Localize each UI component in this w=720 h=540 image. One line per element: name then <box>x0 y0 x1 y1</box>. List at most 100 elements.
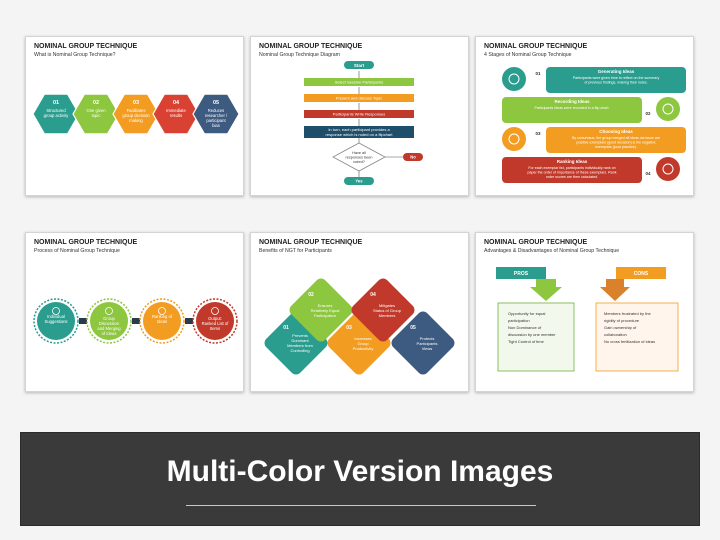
stage-title: Generating Ideas <box>598 69 635 74</box>
slide-title: NOMINAL GROUP TECHNIQUE <box>34 239 138 246</box>
slide-title: NOMINAL GROUP TECHNIQUE <box>259 43 363 50</box>
step-label: In turn, each participant provides a <box>328 127 390 132</box>
stage-text: Participants were given time to reflect … <box>573 76 660 80</box>
stage-title: Recording Ideas <box>554 99 590 104</box>
slide-title: NOMINAL GROUP TECHNIQUE <box>34 43 138 50</box>
step-label: Select Session Participants <box>335 80 383 85</box>
step-label: response which is noted on a flipchart <box>326 132 394 137</box>
process-label: of Ideas <box>102 331 117 336</box>
start-terminal <box>344 61 374 69</box>
benefit-number: 02 <box>308 292 314 298</box>
stage-icon <box>508 133 520 145</box>
step-label: Present and discuss Topic <box>336 96 382 101</box>
cons-item: No cross fertilization of ideas <box>604 339 655 344</box>
hexagon-number: 03 <box>133 100 139 106</box>
hexagon-label: One given <box>86 108 106 113</box>
process-circle <box>196 302 234 340</box>
benefit-label: Members from <box>287 343 313 348</box>
process-circle <box>90 302 128 340</box>
stage-title: Choosing Ideas <box>599 129 633 134</box>
benefit-number: 04 <box>370 292 376 298</box>
stage-text: Participants ideas were recorded in a fl… <box>535 106 610 110</box>
process-circle <box>143 302 181 340</box>
stage-number: 03 <box>535 131 541 136</box>
slide-subtitle: Advantages & Disadvantages of Nominal Gr… <box>484 248 620 254</box>
process-ring <box>33 298 79 344</box>
slide-thumb-ngt-diagram[interactable]: NOMINAL GROUP TECHNIQUE Nominal Group Te… <box>250 36 469 196</box>
slide-subtitle: Nominal Group Technique Diagram <box>259 52 340 58</box>
slide-thumb-benefits[interactable]: NOMINAL GROUP TECHNIQUE Benefits of NGT … <box>250 232 469 392</box>
stage-text: exemplars (poor practice). <box>595 145 637 149</box>
yes-label: Yes <box>355 179 363 184</box>
benefit-label: Increases <box>354 336 371 341</box>
stage-number: 02 <box>645 111 651 116</box>
process-label: Items <box>210 326 220 331</box>
stage-box <box>502 97 642 123</box>
decision-label: noted? <box>353 160 365 164</box>
no-label: No <box>410 155 416 160</box>
banner-title: Multi-Color Version Images <box>166 455 554 488</box>
benefit-label: Relatively Equal <box>311 308 340 313</box>
pros-label: PROS <box>514 271 529 277</box>
pros-list-box <box>497 302 575 372</box>
hexagon-label: making <box>129 118 143 123</box>
stage-box <box>502 157 642 183</box>
pros-item: Non Dominance of <box>508 325 542 330</box>
benefit-number: 03 <box>346 325 352 331</box>
stage-text: By consensus, the group merged all ideas… <box>572 136 660 140</box>
hexagon-01 <box>32 93 80 135</box>
benefit-label: Group <box>357 341 369 346</box>
process-step-3 <box>304 110 414 118</box>
benefit-label: Productivity <box>353 346 374 351</box>
benefit-diamond-05 <box>391 311 455 375</box>
slide-title: NOMINAL GROUP TECHNIQUE <box>484 239 588 246</box>
process-label: and Merging <box>97 326 121 331</box>
yes-terminal <box>344 177 374 185</box>
cons-banner <box>616 267 666 279</box>
hexagon-label: researcher / <box>205 113 228 118</box>
stage-text: For each exemplar list, participants ind… <box>528 166 615 170</box>
process-label: Individual <box>47 314 65 319</box>
pros-item: Tight Control of time <box>508 339 545 344</box>
process-step-4 <box>304 126 414 138</box>
hexagon-label: bias <box>212 123 220 128</box>
slide-thumb-what-is-ngt[interactable]: NOMINAL GROUP TECHNIQUE What is Nominal … <box>25 36 244 196</box>
decision-label: Have all <box>352 151 366 155</box>
pros-arrow-icon <box>530 279 562 301</box>
hexagon-label: topic <box>92 113 101 118</box>
benefit-label: Ensures <box>318 303 333 308</box>
slide-subtitle: Process of Nominal Group Technique <box>34 248 120 254</box>
stage-icon <box>662 103 674 115</box>
stage-text: positive exemplars (good decision) & the… <box>576 141 655 145</box>
step-label: Participants Write Responses <box>333 112 385 117</box>
arrow-connector <box>79 318 87 324</box>
slide-title: NOMINAL GROUP TECHNIQUE <box>259 239 363 246</box>
section-banner: Multi-Color Version Images <box>20 432 700 526</box>
slide-thumb-process[interactable]: NOMINAL GROUP TECHNIQUE Process of Nomin… <box>25 232 244 392</box>
no-terminal <box>403 153 423 161</box>
process-step-1 <box>304 78 414 86</box>
process-icon <box>211 307 219 315</box>
process-circles-diagram: IndividualSuggestionsGroupDiscussionand … <box>33 298 238 344</box>
pros-item: participation <box>508 318 530 323</box>
stage-icon <box>508 73 520 85</box>
hexagon-number: 01 <box>53 100 59 106</box>
process-ring <box>192 298 238 344</box>
process-label: Output: <box>208 316 222 321</box>
cons-item: collaboration <box>604 332 627 337</box>
pros-item: discussion by one member <box>508 332 556 337</box>
stage-icon-circle <box>656 157 680 181</box>
process-label: Group <box>103 316 115 321</box>
stage-text: order scores are then calculated. <box>546 175 598 179</box>
slide-thumb-four-stages[interactable]: NOMINAL GROUP TECHNIQUE 4 Stages of Nomi… <box>475 36 694 196</box>
hexagon-label: Facilitates <box>127 108 146 113</box>
start-label: Start <box>354 63 365 68</box>
benefit-label: Protects <box>420 336 435 341</box>
benefit-label: Dominant <box>291 338 309 343</box>
slide-thumb-pros-cons[interactable]: NOMINAL GROUP TECHNIQUE Advantages & Dis… <box>475 232 694 392</box>
process-ring <box>139 298 185 344</box>
benefit-label: Participants <box>417 341 438 346</box>
hexagon-number: 05 <box>213 100 219 106</box>
cons-list-box <box>595 302 679 372</box>
